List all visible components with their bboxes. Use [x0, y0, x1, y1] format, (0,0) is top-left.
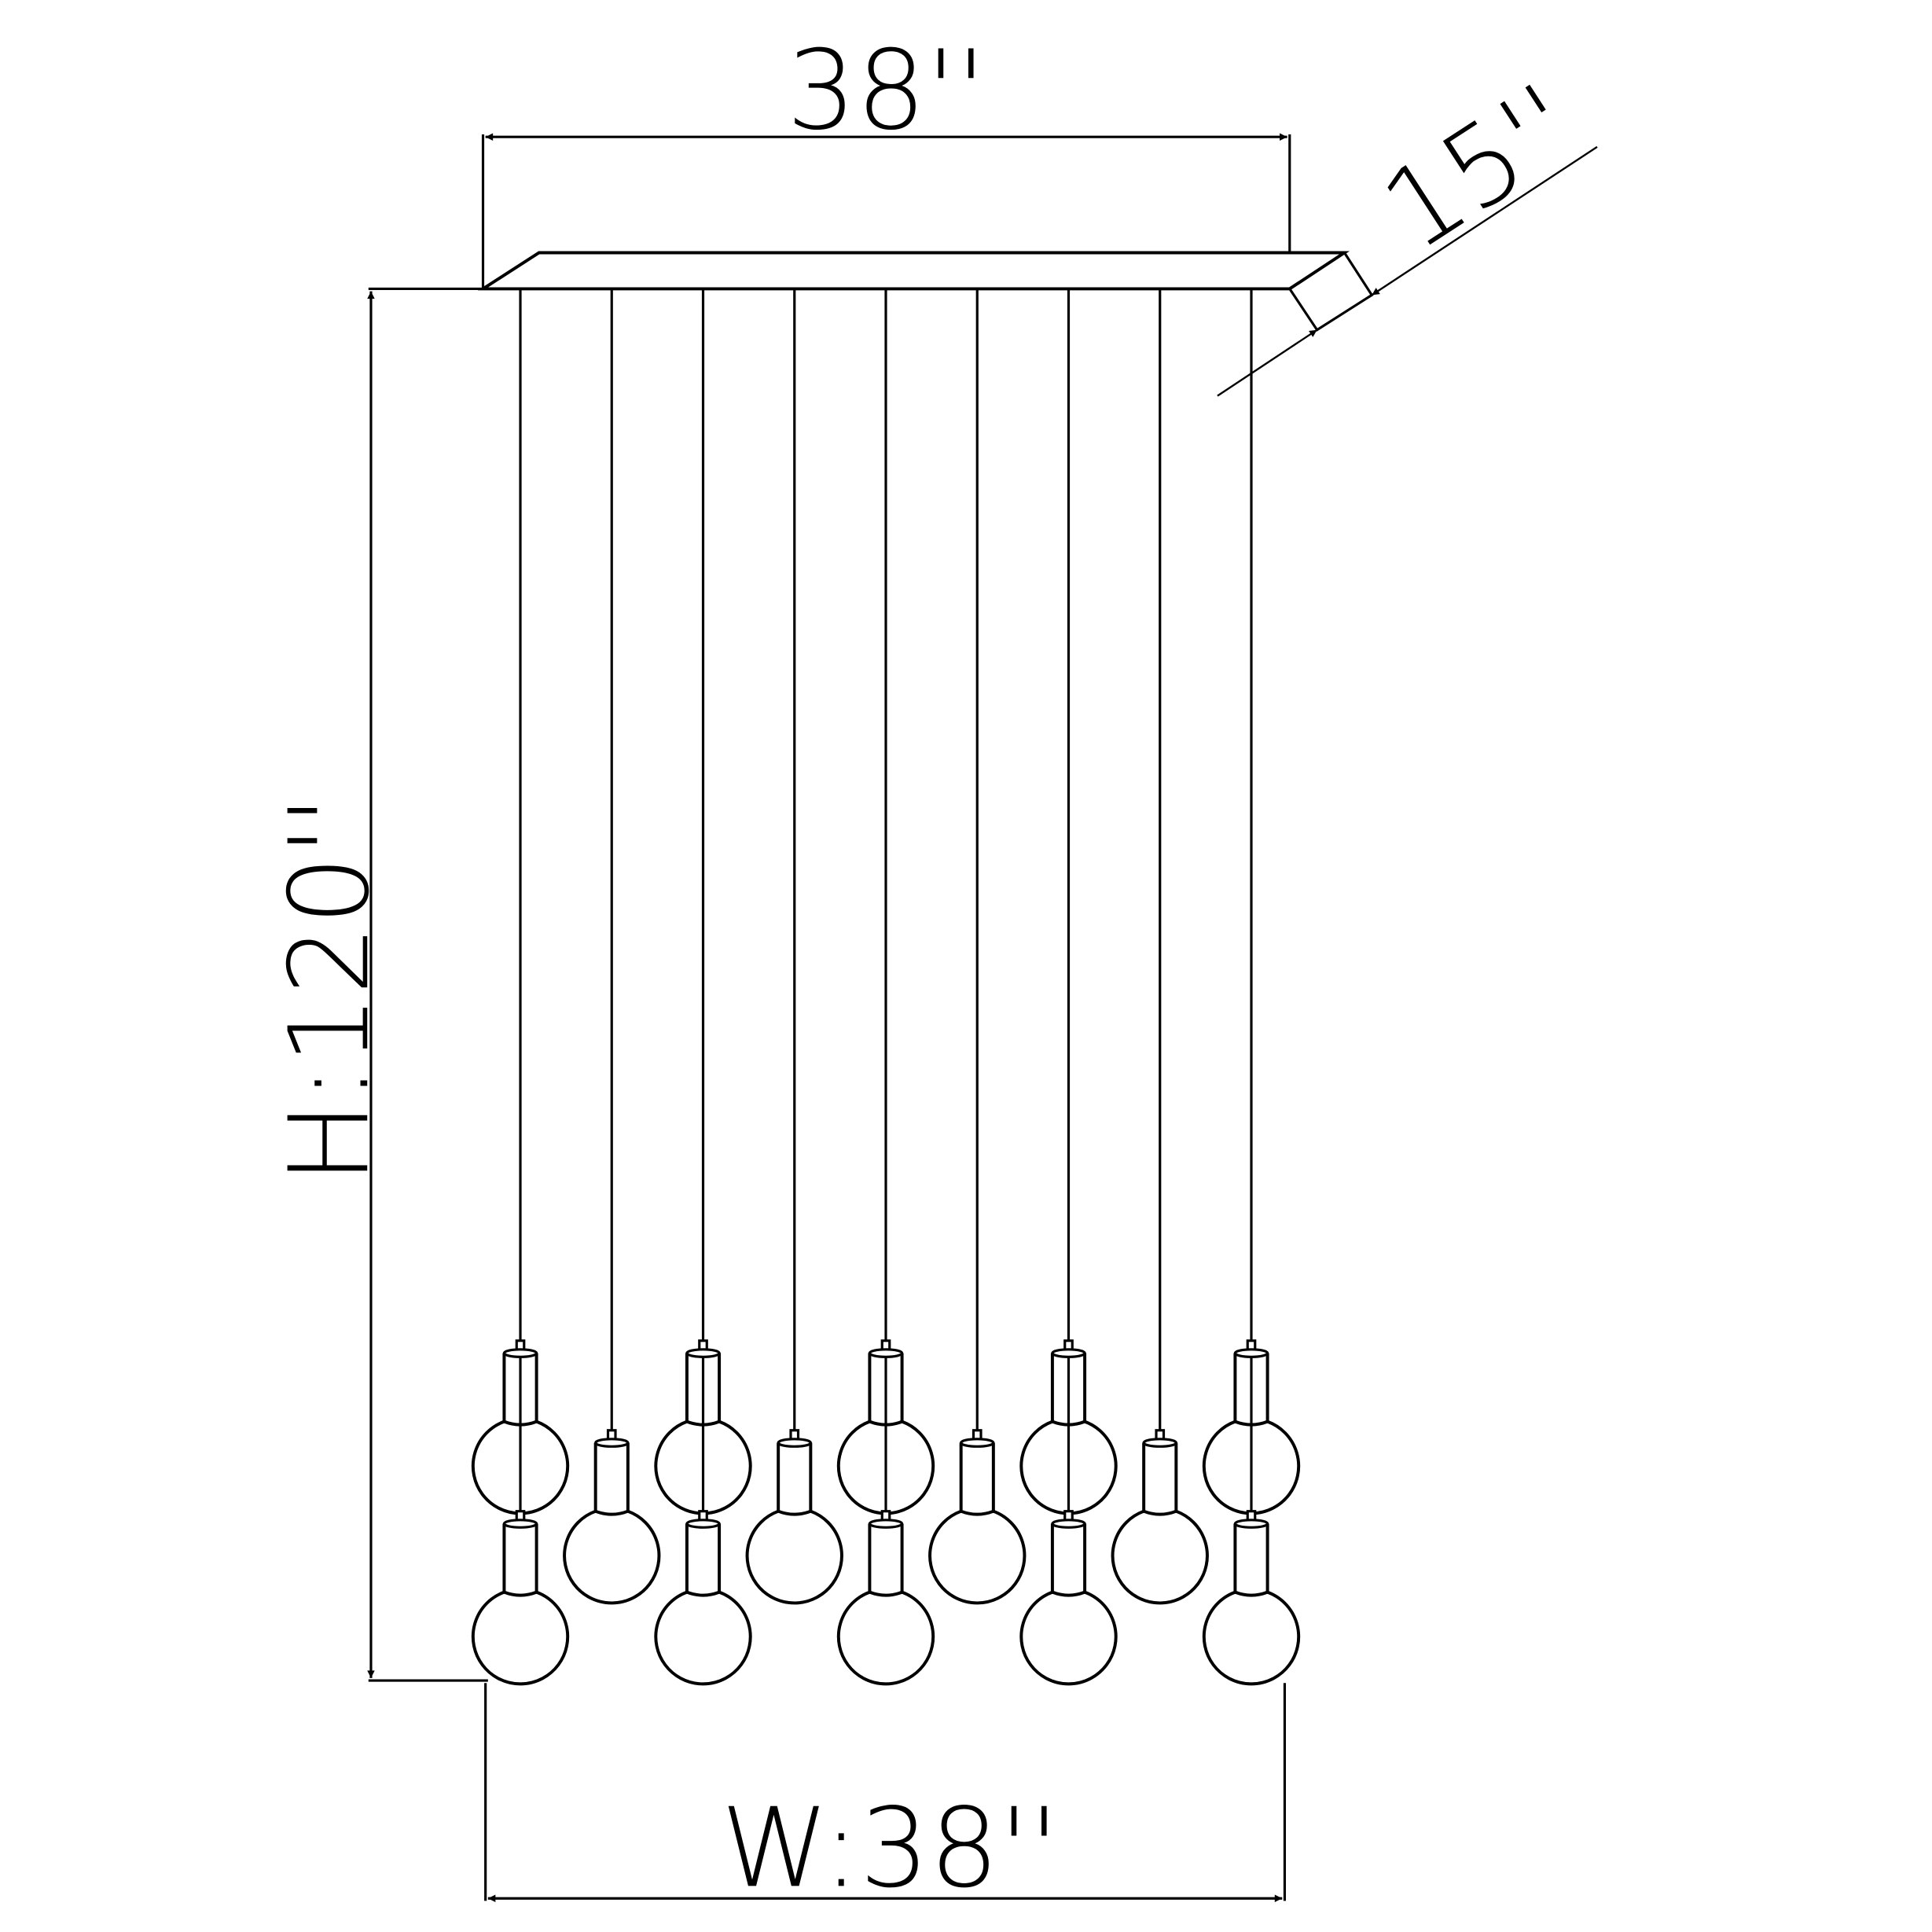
pendant-light — [1202, 1510, 1301, 1686]
top-width-dimension: 38'' — [481, 27, 1291, 289]
socket-top — [1142, 1438, 1177, 1448]
socket-top — [685, 1519, 721, 1529]
socket-cylinder — [1050, 1353, 1087, 1427]
top-width-label: 38'' — [787, 27, 986, 154]
socket-cylinder — [685, 1523, 722, 1597]
socket-cylinder — [502, 1353, 538, 1427]
globe-bulb — [836, 1590, 935, 1686]
socket-top — [1233, 1519, 1269, 1529]
socket-top — [960, 1438, 995, 1448]
depth-dimension: 15'' — [1217, 60, 1598, 397]
pendant-light — [471, 1510, 570, 1686]
socket-cylinder — [685, 1353, 722, 1427]
pendant-column — [563, 288, 661, 1605]
pendant-light — [836, 1510, 935, 1686]
socket-cylinder — [868, 1523, 904, 1597]
globe-bulb — [745, 1509, 843, 1605]
bottom-width-dimension: W:38'' — [484, 1683, 1287, 1912]
socket-top — [1233, 1348, 1269, 1358]
pendant-column — [836, 288, 935, 1686]
socket-cylinder — [1142, 1442, 1178, 1516]
canopy — [477, 251, 1374, 332]
pendant-light — [928, 1429, 1027, 1605]
globe-bulb — [1202, 1590, 1301, 1686]
socket-cylinder — [868, 1353, 904, 1427]
bottom-width-label: W:38'' — [721, 1784, 1060, 1912]
height-dimension: H:120'' — [266, 287, 488, 1682]
socket-top — [777, 1438, 812, 1448]
socket-top — [685, 1348, 721, 1358]
pendant-light — [1111, 1429, 1209, 1605]
pendants — [471, 288, 1301, 1686]
depth-label: 15'' — [1361, 60, 1598, 275]
pendant-light — [654, 1510, 752, 1686]
socket-top — [868, 1519, 904, 1529]
pendant-light — [1019, 1510, 1118, 1686]
pendant-column — [1019, 288, 1118, 1686]
pendant-column — [745, 288, 843, 1605]
socket-top — [502, 1348, 538, 1358]
socket-top — [594, 1438, 630, 1448]
socket-cylinder — [959, 1442, 995, 1516]
pendant-light — [654, 1339, 752, 1515]
globe-bulb — [654, 1590, 752, 1686]
globe-bulb — [928, 1509, 1027, 1605]
socket-top — [868, 1348, 904, 1358]
globe-bulb — [1111, 1509, 1209, 1605]
globe-bulb — [1019, 1590, 1118, 1686]
socket-cylinder — [1233, 1353, 1269, 1427]
pendant-column — [928, 288, 1027, 1605]
height-label: H:120'' — [266, 795, 393, 1184]
socket-cylinder — [502, 1523, 538, 1597]
socket-top — [1051, 1348, 1086, 1358]
pendant-light — [836, 1339, 935, 1515]
socket-cylinder — [593, 1442, 630, 1516]
socket-cylinder — [1233, 1523, 1269, 1597]
pendant-column — [654, 288, 752, 1686]
socket-cylinder — [1050, 1523, 1087, 1597]
pendant-column — [1202, 288, 1301, 1686]
pendant-light — [563, 1429, 661, 1605]
globe-bulb — [471, 1590, 570, 1686]
socket-top — [502, 1519, 538, 1529]
globe-bulb — [563, 1509, 661, 1605]
pendant-column — [471, 288, 570, 1686]
socket-cylinder — [777, 1442, 813, 1516]
pendant-light — [745, 1429, 843, 1605]
pendant-column — [1111, 288, 1209, 1605]
socket-top — [1051, 1519, 1086, 1529]
